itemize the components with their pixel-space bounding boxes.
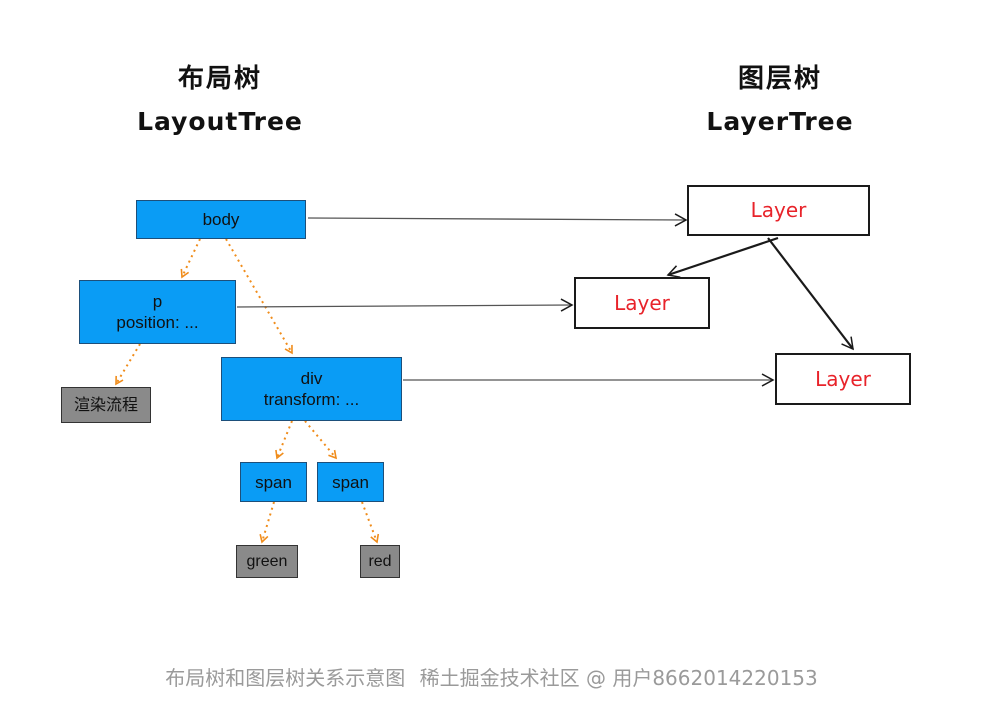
caption-text: 布局树和图层树关系示意图 xyxy=(165,666,406,690)
edge-span2-to-red xyxy=(361,501,380,544)
layer-tree-heading: 图层树 LayerTree xyxy=(660,58,900,136)
layout-node-div: div transform: ... xyxy=(221,357,402,421)
text-node-red-label: red xyxy=(368,553,392,570)
layer-edge-right xyxy=(767,237,854,351)
layer-tree-title-en: LayerTree xyxy=(706,107,854,136)
text-node-render-label: 渲染流程 xyxy=(73,396,138,414)
edge-div-to-span1 xyxy=(275,420,293,460)
arrow-body-to-layer xyxy=(307,213,688,227)
layout-node-body: body xyxy=(136,200,306,239)
layer-node-root-label: Layer xyxy=(750,198,807,222)
layout-tree-title-en: LayoutTree xyxy=(137,107,303,136)
layout-node-div-label: div xyxy=(300,369,323,388)
layer-node-root: Layer xyxy=(687,185,870,236)
layout-tree-heading: 布局树 LayoutTree xyxy=(100,58,340,136)
layer-edge-left xyxy=(666,236,779,278)
layer-tree-title-cn: 图层树 xyxy=(737,64,822,94)
layout-node-span-1: span xyxy=(240,462,307,502)
layout-node-span-2-label: span xyxy=(332,472,369,492)
layout-node-span-1-label: span xyxy=(255,472,292,492)
edge-body-to-div xyxy=(225,238,293,355)
layout-node-p: p position: ... xyxy=(79,280,236,344)
layout-node-span-2: span xyxy=(317,462,384,502)
layer-node-div: Layer xyxy=(775,353,911,405)
layout-node-p-style: position: ... xyxy=(116,313,199,332)
edge-body-to-p xyxy=(180,238,201,279)
diagram-caption: 布局树和图层树关系示意图 稀土掘金技术社区 @ 用户8662014220153 xyxy=(0,662,983,691)
arrow-p-to-layer xyxy=(236,298,574,312)
layout-node-body-label: body xyxy=(202,210,240,229)
watermark-text: 稀土掘金技术社区 @ 用户8662014220153 xyxy=(419,666,818,690)
text-node-green-label: green xyxy=(246,553,288,570)
layer-node-p: Layer xyxy=(574,277,710,329)
text-node-green: green xyxy=(236,545,298,578)
edge-p-to-text xyxy=(115,343,141,386)
layout-tree-title-cn: 布局树 xyxy=(177,64,262,94)
layout-node-p-label: p xyxy=(152,292,163,311)
edge-span1-to-green xyxy=(259,501,275,544)
text-node-red: red xyxy=(360,545,400,578)
layer-node-p-label: Layer xyxy=(614,290,670,315)
edge-div-to-span2 xyxy=(304,420,338,460)
layer-node-div-label: Layer xyxy=(815,366,871,391)
layout-node-div-style: transform: ... xyxy=(263,390,360,409)
text-node-render: 渲染流程 xyxy=(61,387,151,423)
